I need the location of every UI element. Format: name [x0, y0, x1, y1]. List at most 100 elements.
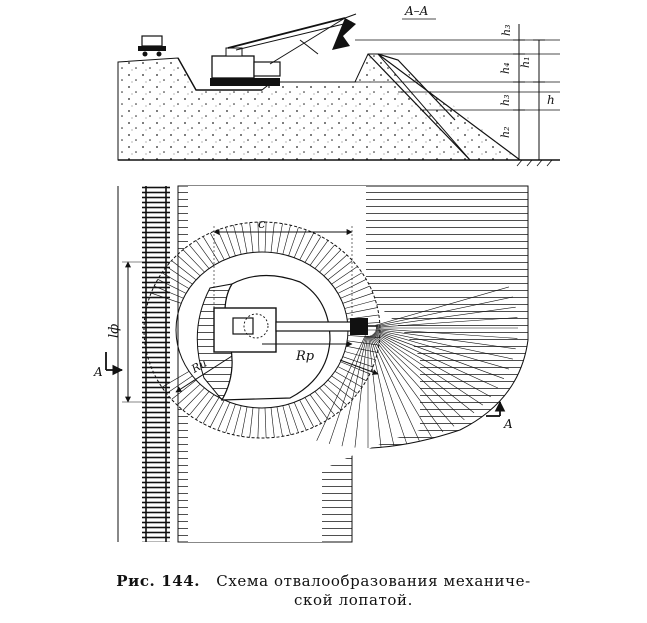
label-h4: h₄: [499, 63, 512, 75]
dump-fan-ray: [372, 334, 455, 427]
dump-fan-ray: [375, 328, 518, 339]
caption-line-1: Рис. 144. Схема отвалообразования механи…: [0, 572, 647, 591]
work-zone-ray: [276, 223, 283, 254]
work-zone-ray: [257, 407, 260, 438]
railway-track: [117, 186, 179, 542]
work-zone-ray: [233, 405, 242, 435]
work-zone-ray: [346, 307, 378, 315]
work-zone-ray: [182, 387, 205, 411]
work-zone-ray: [334, 371, 363, 388]
dump-fan-ray: [328, 335, 367, 445]
label-c: c: [258, 217, 266, 232]
work-zone-ray: [309, 394, 329, 420]
railcar-icon: [138, 35, 166, 57]
dump-fan-ray: [370, 335, 420, 441]
label-h3-top: h₃: [500, 25, 513, 37]
work-zone-ray: [270, 222, 275, 253]
work-zone-ray: [293, 402, 307, 431]
work-zone-ray: [241, 406, 248, 437]
label-a-right: A: [503, 417, 513, 431]
ground-mass: [117, 53, 472, 161]
work-zone-ray: [304, 236, 322, 263]
excavator-plan-icon: [213, 307, 378, 353]
work-zone-ray: [264, 407, 267, 438]
label-h1: h₁: [519, 57, 532, 69]
dump-fan-ray: [369, 335, 408, 445]
dump-fan-ray: [375, 306, 516, 327]
work-zone-ray: [327, 260, 353, 281]
label-h2: h₂: [499, 127, 512, 139]
work-zone-ray: [276, 406, 283, 437]
dump-fan-ray: [375, 330, 510, 370]
work-zone-ray: [299, 232, 314, 261]
bench-profile: [177, 57, 262, 91]
work-zone-ray: [166, 375, 193, 394]
excavator-dump-formation-diagram: A–A h₃ h₄ h₁ h₃ h₂ h: [93, 4, 560, 543]
work-zone-ray: [323, 383, 348, 406]
dump-fan-ray: [375, 329, 513, 360]
work-zone-ray: [288, 404, 299, 433]
figure-caption: Рис. 144. Схема отвалообразования механи…: [0, 572, 647, 610]
dump-fan-ray: [316, 335, 366, 441]
caption-text-2: ской лопатой.: [294, 591, 413, 609]
level-lines: [330, 39, 560, 111]
label-h3-mid: h₃: [499, 95, 512, 107]
dump-fan-ray: [372, 333, 465, 421]
dump-fan-ray: [375, 329, 516, 350]
dump-fan-ray: [374, 331, 499, 389]
work-zone-ray: [210, 232, 225, 261]
work-zone-ray: [304, 397, 322, 424]
dump-fan-ray: [375, 331, 505, 379]
section-view: A–A h₃ h₄ h₁ h₃ h₂ h: [117, 4, 560, 167]
work-zone-ray: [344, 299, 376, 309]
dimension-c: [213, 226, 353, 318]
work-zone-ray: [202, 397, 220, 424]
work-zone-ray: [309, 240, 329, 266]
work-zone-ray: [323, 254, 348, 277]
work-zone-ray: [314, 391, 335, 416]
dump-fan-ray: [373, 333, 475, 414]
dump-fan-ray: [371, 334, 444, 433]
work-zone-ray: [299, 399, 314, 428]
dump-fan: [316, 286, 518, 448]
dump-fan-ray: [341, 335, 367, 447]
work-zone-ray: [319, 249, 342, 273]
dimension-lines: [513, 24, 545, 160]
work-zone-ray: [282, 405, 291, 435]
section-mark-left: [105, 352, 124, 376]
work-zone-ray: [249, 407, 254, 438]
work-zone-ray: [171, 379, 197, 400]
work-zone-ray: [166, 266, 193, 285]
caption-line-2: ской лопатой.: [0, 591, 647, 610]
work-zone-ray: [346, 345, 378, 353]
work-zone-ray: [189, 391, 210, 416]
work-zone-ray: [225, 404, 236, 433]
work-zone-ray: [319, 387, 342, 411]
work-zone-ray: [334, 272, 363, 289]
caption-text-1: Схема отвалообразования механиче-: [216, 572, 531, 590]
label-rp: Rр: [295, 349, 315, 364]
section-label: A–A: [404, 4, 429, 18]
work-zone-ray: [340, 285, 370, 299]
section-mark-right: [486, 400, 506, 417]
work-zone-ray: [331, 266, 358, 285]
dump-fan-ray: [371, 335, 432, 437]
work-zone-ray: [195, 240, 215, 266]
work-zone-ray: [342, 292, 373, 304]
dump-fan-ray: [375, 317, 518, 328]
work-zone-ray: [257, 222, 260, 253]
work-zone-ray: [176, 383, 201, 406]
dump-fan-ray: [369, 335, 395, 447]
caption-prefix: Рис. 144.: [116, 572, 201, 590]
work-zone-ray: [171, 260, 197, 281]
dump-fan-ray: [375, 286, 510, 326]
dump-arrow: [339, 359, 379, 375]
baseline-hatch: [516, 159, 553, 167]
excavator-icon: [210, 13, 357, 86]
radius-ru: [175, 355, 233, 393]
work-zone-ray: [347, 335, 380, 338]
work-zone-ray: [270, 407, 275, 438]
work-zone-ray: [344, 351, 376, 361]
label-h: h: [547, 93, 555, 107]
work-zone-ray: [249, 222, 254, 253]
